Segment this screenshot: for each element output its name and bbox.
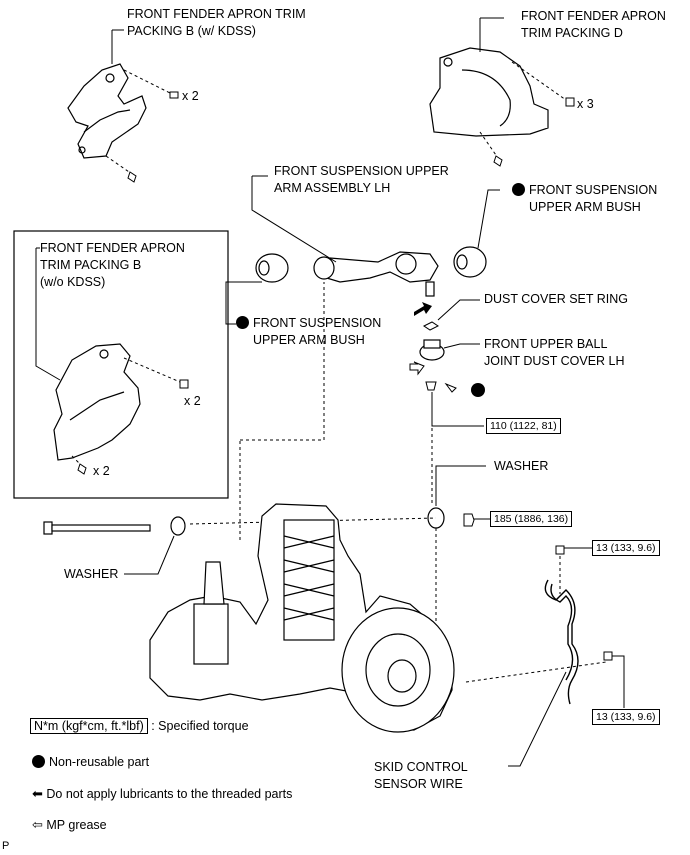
bush-right-label: FRONT SUSPENSION UPPER ARM BUSH xyxy=(512,182,657,216)
dust-cover-ring-part xyxy=(423,321,439,331)
upper-arm-bush-right-part xyxy=(453,246,487,278)
torque-arm-nut: 185 (1886, 136) xyxy=(490,511,573,527)
torque-sensor-bolt-top: 13 (133, 9.6) xyxy=(592,540,660,556)
washer-left-label: WASHER xyxy=(64,567,119,581)
legend-non-reusable: Non-reusable part xyxy=(32,754,149,771)
apron-b-kdss-label: FRONT FENDER APRON TRIM PACKING B (w/ KD… xyxy=(127,6,306,40)
apron-b-kdss-line1: FRONT FENDER APRON TRIM xyxy=(127,7,306,21)
apron-packing-b-no-kdss-part xyxy=(53,343,141,461)
nokdss-clip-qty: x 2 xyxy=(184,394,201,408)
kdss-clip-qty: x 2 xyxy=(182,89,199,103)
upper-arm-bush-left-part xyxy=(255,253,289,283)
legend-torque: N*m (kgf*cm, ft.*lbf) : Specified torque xyxy=(30,718,249,735)
mp-grease-arrow-on-cover xyxy=(409,361,425,376)
apron-d-line2: TRIM PACKING D xyxy=(521,26,623,40)
outline-arrow-icon: ⇦ xyxy=(32,817,43,832)
cotter-pin-part xyxy=(444,382,457,393)
cotter-pin-non-reusable-icon xyxy=(471,383,485,397)
skid-wire-line2: SENSOR WIRE xyxy=(374,777,463,791)
upper-arm-label: FRONT SUSPENSION UPPER ARM ASSEMBLY LH xyxy=(274,163,449,197)
apron-b-no-kdss-line3: (w/o KDSS) xyxy=(40,275,106,289)
legend-no-lubricant: ⬅ Do not apply lubricants to the threade… xyxy=(32,785,292,803)
upper-arm-line1: FRONT SUSPENSION UPPER xyxy=(274,164,449,178)
non-reusable-dot-icon xyxy=(236,316,249,329)
bush-left-line2: UPPER ARM BUSH xyxy=(253,333,365,347)
ball-joint-cover-label: FRONT UPPER BALL JOINT DUST COVER LH xyxy=(484,336,625,370)
non-reusable-dot-icon xyxy=(32,755,45,768)
legend-mp-grease: ⇦ MP grease xyxy=(32,816,107,834)
sensor-bolt-top-part xyxy=(555,545,565,555)
apron-packing-d-part xyxy=(429,47,549,137)
sensor-bolt-bottom-part xyxy=(603,651,613,661)
apron-d-clip-qty: x 3 xyxy=(577,97,594,111)
filled-arrow-icon: ⬅ xyxy=(32,786,43,801)
no-lubricant-arrow-on-stud xyxy=(414,302,432,316)
legend-no-lubricant-text: Do not apply lubricants to the threaded … xyxy=(46,787,293,801)
arm-nut-part xyxy=(463,513,475,527)
nokdss-screw-qty: x 2 xyxy=(93,464,110,478)
apron-d-label: FRONT FENDER APRON TRIM PACKING D xyxy=(521,8,666,42)
upper-arm-part xyxy=(313,251,439,297)
apron-b-no-kdss-line1: FRONT FENDER APRON xyxy=(40,241,185,255)
torque-sensor-bolt-bottom: 13 (133, 9.6) xyxy=(592,709,660,725)
suspension-assembly xyxy=(149,503,455,733)
apron-packing-b-kdss-part xyxy=(67,63,147,159)
bush-left-label: FRONT SUSPENSION UPPER ARM BUSH xyxy=(236,315,381,349)
washer-right-label: WASHER xyxy=(494,459,549,473)
skid-sensor-wire-part xyxy=(544,579,579,705)
skid-wire-line1: SKID CONTROL xyxy=(374,760,468,774)
apron-d-line1: FRONT FENDER APRON xyxy=(521,9,666,23)
ball-joint-cover-line2: JOINT DUST COVER LH xyxy=(484,354,625,368)
legend-torque-box: N*m (kgf*cm, ft.*lbf) xyxy=(30,718,148,734)
bush-right-line1: FRONT SUSPENSION xyxy=(529,183,658,197)
apron-b-kdss-line2: PACKING B (w/ KDSS) xyxy=(127,24,256,38)
bush-left-line1: FRONT SUSPENSION xyxy=(253,316,382,330)
washer-left-part xyxy=(170,516,186,536)
dust-cover-ring-label: DUST COVER SET RING xyxy=(484,292,629,306)
legend-non-reusable-text: Non-reusable part xyxy=(49,755,150,769)
ball-joint-nut-part xyxy=(425,381,437,391)
ball-joint-cover-part xyxy=(419,339,445,361)
arm-bolt-part xyxy=(43,521,151,535)
upper-arm-line2: ARM ASSEMBLY LH xyxy=(274,181,391,195)
ball-joint-cover-line1: FRONT UPPER BALL xyxy=(484,337,608,351)
legend-torque-text: : Specified torque xyxy=(151,719,249,733)
legend-mp-grease-text: MP grease xyxy=(46,818,107,832)
no-kdss-frame xyxy=(13,230,229,499)
skid-wire-label: SKID CONTROL SENSOR WIRE xyxy=(374,759,468,793)
apron-b-no-kdss-label: FRONT FENDER APRON TRIM PACKING B (w/o K… xyxy=(40,240,185,291)
apron-b-no-kdss-line2: TRIM PACKING B xyxy=(40,258,142,272)
footer-letter: P xyxy=(2,840,10,852)
torque-ball-joint-nut: 110 (1122, 81) xyxy=(486,418,561,434)
non-reusable-dot-icon xyxy=(512,183,525,196)
bush-right-line2: UPPER ARM BUSH xyxy=(529,200,641,214)
